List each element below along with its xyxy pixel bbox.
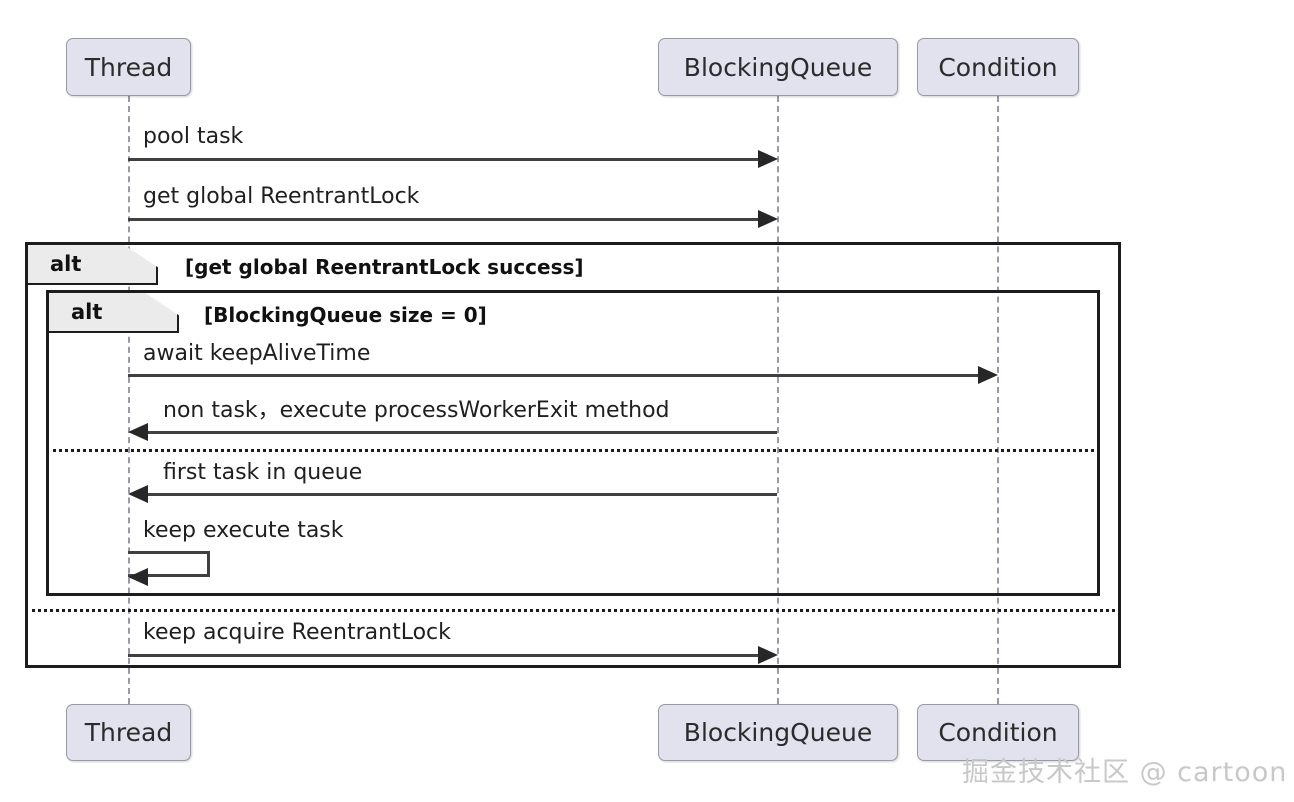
message-label-first-task-in-queue: first task in queue	[163, 460, 363, 485]
fragment-outer-alt-guard: [get global ReentrantLock success]	[185, 255, 584, 279]
message-label-await-keepalivetime: await keepAliveTime	[143, 341, 371, 366]
lifeline-condition	[997, 96, 999, 704]
message-arrowhead-await-keepalivetime	[978, 366, 998, 384]
fragment-inner-alt-separator	[46, 449, 1100, 452]
message-self-loop-keep-execute-task	[128, 551, 210, 577]
participant-thread-bottom[interactable]: Thread	[66, 704, 191, 761]
message-arrowhead-first-task-in-queue	[128, 485, 148, 503]
fragment-inner-alt-guard: [BlockingQueue size = 0]	[204, 303, 487, 327]
lifeline-thread	[128, 96, 130, 704]
message-label-non-task-execute-processworkerexit: non task，execute processWorkerExit metho…	[163, 398, 670, 423]
fragment-outer-alt-operator: alt	[50, 252, 82, 276]
message-arrowhead-pool-task	[758, 150, 778, 168]
fragment-outer-alt-separator	[25, 609, 1121, 612]
participant-blockingqueue-bottom-label: BlockingQueue	[683, 718, 873, 747]
message-label-pool-task: pool task	[143, 124, 244, 149]
participant-condition-bottom-label: Condition	[938, 718, 1058, 747]
message-label-get-global-reentrantlock: get global ReentrantLock	[143, 184, 420, 209]
fragment-inner-alt-tab: alt	[49, 293, 179, 333]
fragment-outer-alt-tab: alt	[28, 245, 158, 285]
participant-blockingqueue-top-label: BlockingQueue	[683, 52, 873, 82]
watermark: 掘金技术社区 @ cartoon	[962, 757, 1288, 788]
message-line-non-task-execute-processworkerexit	[148, 431, 777, 434]
participant-thread-bottom-label: Thread	[84, 718, 173, 747]
participant-condition-top[interactable]: Condition	[917, 38, 1079, 96]
message-line-await-keepalivetime	[128, 374, 980, 377]
participant-condition-top-label: Condition	[938, 52, 1058, 82]
message-arrowhead-keep-acquire-reentrantlock	[758, 646, 778, 664]
participant-blockingqueue-top[interactable]: BlockingQueue	[658, 38, 898, 96]
message-arrowhead-get-global-reentrantlock	[758, 210, 778, 228]
message-arrowhead-non-task-execute-processworkerexit	[128, 423, 148, 441]
message-line-first-task-in-queue	[148, 493, 777, 496]
participant-blockingqueue-bottom[interactable]: BlockingQueue	[658, 704, 898, 761]
fragment-outer-alt	[25, 242, 1121, 668]
lifeline-blockingqueue	[777, 96, 779, 704]
message-arrowhead-keep-execute-task	[128, 568, 148, 586]
message-label-keep-execute-task: keep execute task	[143, 518, 344, 543]
message-line-keep-acquire-reentrantlock	[128, 654, 760, 657]
fragment-inner-alt-operator: alt	[71, 300, 103, 324]
participant-thread-top-label: Thread	[84, 52, 173, 82]
message-line-get-global-reentrantlock	[128, 218, 760, 221]
message-line-pool-task	[128, 158, 760, 161]
message-label-keep-acquire-reentrantlock: keep acquire ReentrantLock	[143, 620, 451, 645]
participant-condition-bottom[interactable]: Condition	[917, 704, 1079, 761]
participant-thread-top[interactable]: Thread	[66, 38, 191, 96]
